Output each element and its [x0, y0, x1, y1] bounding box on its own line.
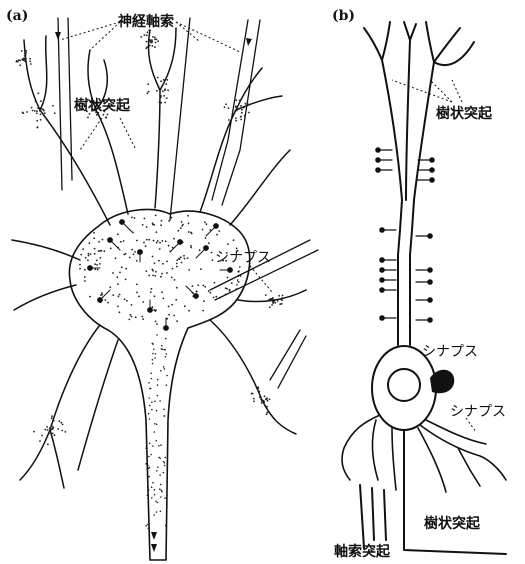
panel-a-axon-fibers [58, 18, 318, 388]
panel-b-axon-label: 軸索突起 [334, 543, 391, 560]
panel-b: (b) [332, 8, 506, 560]
panel-b-dendrite-tree [364, 22, 474, 345]
panel-a-dendrite-label: 樹状突起 [74, 97, 131, 114]
panel-b-synapse-label-1: シナプス [422, 344, 478, 360]
panel-b-dendrite-spines [376, 148, 434, 322]
panel-b-label: (b) [332, 8, 355, 24]
panel-b-synapse-label-2: シナプス [450, 404, 506, 420]
panel-b-axon [360, 430, 506, 554]
panel-b-dendrite-top-label: 樹状突起 [436, 105, 493, 122]
panel-b-basal-dendrites [342, 415, 506, 492]
panel-b-dendrite-bottom-label: 樹状突起 [424, 515, 481, 532]
panel-a-synapse-label: シナプス [215, 250, 271, 266]
panel-a-synapse-knobs [88, 220, 233, 331]
panel-a-label: (a) [6, 8, 28, 24]
panel-a: (a) [6, 8, 318, 560]
panel-b-nucleus [388, 369, 420, 401]
panel-a-axon-label: 神経軸索 [118, 13, 174, 30]
